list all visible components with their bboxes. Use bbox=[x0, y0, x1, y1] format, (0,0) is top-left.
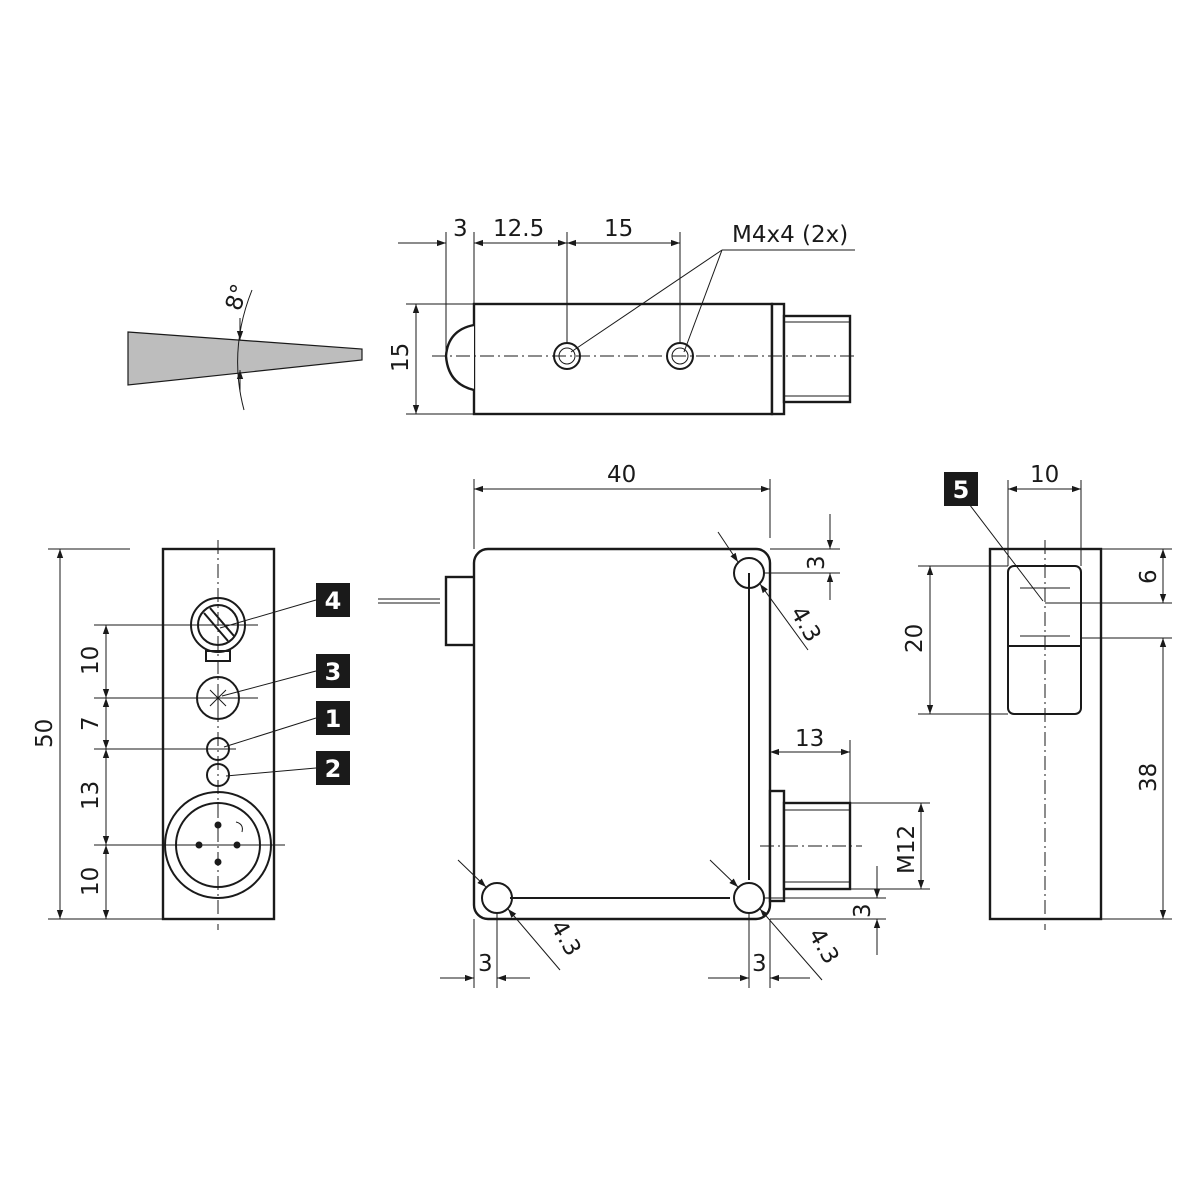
m12-pin-4 bbox=[214, 858, 222, 866]
callout-badge-4: 4 bbox=[316, 583, 350, 617]
top-lens-block bbox=[444, 575, 478, 647]
dim-3-bm-text: 3 bbox=[752, 951, 767, 977]
dim-38-text: 38 bbox=[1136, 763, 1162, 792]
dim-4-3-top-right-line-2 bbox=[759, 583, 809, 651]
potentiometer-tab bbox=[205, 650, 231, 662]
thread-leader-2 bbox=[683, 249, 723, 353]
dim-4-3-top-right-line bbox=[717, 531, 739, 563]
dim-3-br-text: 3 bbox=[850, 903, 876, 918]
m12-pin-1 bbox=[214, 821, 222, 829]
side-connector-collar bbox=[770, 302, 786, 416]
side-lens-dome bbox=[444, 323, 475, 392]
callout-badge-4-text: 4 bbox=[325, 587, 342, 615]
callout-badge-5: 5 bbox=[944, 472, 978, 506]
leader-1 bbox=[223, 717, 317, 748]
m12-key bbox=[235, 821, 243, 833]
thread-callout-text: M4x4 (2x) bbox=[732, 222, 848, 248]
dim-13-text: 13 bbox=[78, 781, 104, 810]
front-view: 50 10 7 13 10 4 3 1 2 bbox=[32, 540, 440, 930]
dim-3-side-text: 3 bbox=[453, 216, 468, 242]
leader-5 bbox=[965, 499, 1044, 602]
beam-angle-view: 8° bbox=[127, 281, 363, 411]
dim-10-end-text: 10 bbox=[1030, 462, 1059, 488]
callout-badge-2-text: 2 bbox=[325, 755, 342, 783]
mounting-thread-hole-2-inner bbox=[671, 347, 689, 365]
dim-10-a-text: 10 bbox=[78, 646, 104, 675]
callout-badge-1-text: 1 bbox=[325, 705, 342, 733]
dim-4-3-bl-line-2 bbox=[507, 908, 561, 971]
thread-leader-1 bbox=[570, 249, 723, 353]
callout-badge-3: 3 bbox=[316, 654, 350, 688]
dim-3-bl-text: 3 bbox=[478, 951, 493, 977]
top-housing bbox=[472, 547, 772, 921]
callout-badge-5-text: 5 bbox=[953, 476, 970, 504]
dim-4-3-br-line bbox=[709, 859, 739, 888]
leader-4 bbox=[219, 599, 317, 629]
side-view: 3 12.5 15 M4x4 (2x) 15 bbox=[388, 216, 858, 416]
side-m12-connector bbox=[782, 314, 852, 404]
dim-50-text: 50 bbox=[32, 719, 58, 748]
dim-12-5-text: 12.5 bbox=[493, 216, 544, 242]
dim-15-text: 15 bbox=[604, 216, 633, 242]
side-housing bbox=[472, 302, 774, 416]
dim-6-text: 6 bbox=[1136, 569, 1162, 584]
dim-13-top-text: 13 bbox=[795, 726, 824, 752]
dim-m12-text: M12 bbox=[894, 825, 920, 874]
dim-4-3-bl-text: 4.3 bbox=[545, 916, 586, 961]
leader-2 bbox=[225, 767, 317, 777]
dim-7-text: 7 bbox=[78, 716, 104, 731]
mounting-thread-hole-1-inner bbox=[558, 347, 576, 365]
callout-badge-3-text: 3 bbox=[325, 658, 342, 686]
beam-angle-label: 8° bbox=[221, 281, 254, 314]
leader-3 bbox=[221, 670, 317, 697]
indicator-2 bbox=[206, 763, 230, 787]
dim-3-top-right-text: 3 bbox=[804, 555, 830, 570]
callout-badge-2: 2 bbox=[316, 751, 350, 785]
dim-4-3-br-line-2 bbox=[759, 908, 823, 981]
dim-4-3-br-text: 4.3 bbox=[803, 924, 844, 969]
dim-4-3-top-right-text: 4.3 bbox=[785, 602, 826, 647]
light-beam-cone bbox=[127, 331, 363, 386]
dim-15-vertical-text: 15 bbox=[388, 343, 414, 372]
end-view: 10 6 38 20 5 bbox=[902, 462, 1172, 930]
top-view: 40 3 4.3 13 M12 3 3 4.3 bbox=[440, 462, 930, 988]
dim-40-text: 40 bbox=[607, 462, 636, 488]
dim-20-text: 20 bbox=[902, 624, 928, 653]
potentiometer-slot-b bbox=[209, 607, 235, 637]
callout-badge-1: 1 bbox=[316, 701, 350, 735]
dim-10-b-text: 10 bbox=[78, 867, 104, 896]
potentiometer-slot-a bbox=[203, 612, 229, 642]
dim-4-3-bl-line bbox=[457, 859, 487, 888]
beam-angle-arc bbox=[237, 289, 253, 411]
